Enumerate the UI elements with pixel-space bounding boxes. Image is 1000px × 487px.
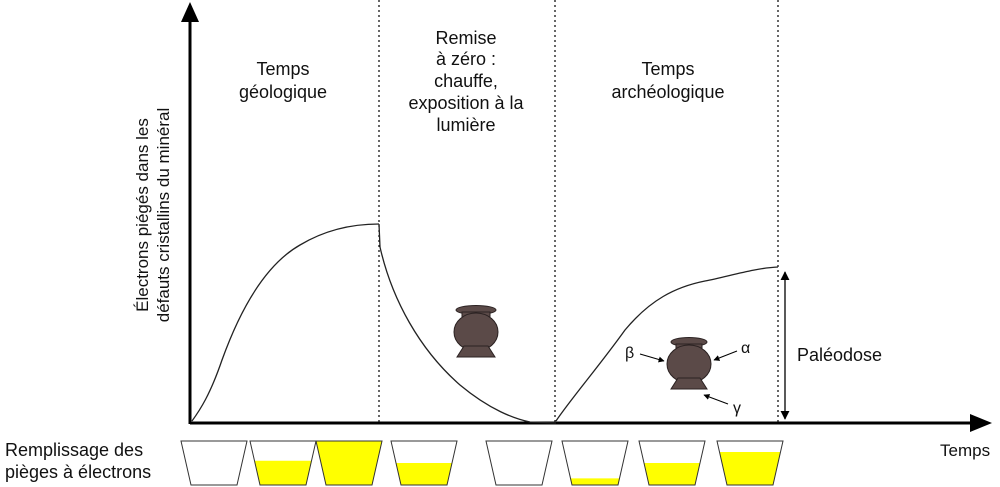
beta-arrow xyxy=(639,353,665,363)
axes xyxy=(181,2,992,432)
geologic-line2: géologique xyxy=(239,82,327,102)
x-axis-arrowhead xyxy=(970,414,992,432)
trap-fill-6 xyxy=(570,478,620,485)
trap-5 xyxy=(485,440,553,486)
curve-archaeologic-accumulation xyxy=(555,266,779,422)
trap-outline-1 xyxy=(180,440,248,486)
reset-line4: exposition à la xyxy=(408,93,524,113)
pot-reset-body xyxy=(453,312,499,352)
y-axis-arrowhead xyxy=(181,2,199,22)
pot-reset-icon xyxy=(453,305,499,358)
trap-6 xyxy=(561,440,629,486)
trap-outline-4 xyxy=(390,440,458,486)
pot-archaeologic-icon xyxy=(666,337,712,390)
y-axis-title-line2: défauts cristallins du minéral xyxy=(154,108,173,322)
gamma-label: γ xyxy=(733,400,741,417)
reset-line2: à zéro : xyxy=(436,49,496,69)
reset-line3: chauffe, xyxy=(434,71,498,91)
gamma-arrow xyxy=(703,394,729,405)
traps-label-line1: Remplissage des xyxy=(5,440,143,460)
trap-outline-2 xyxy=(249,440,317,486)
trap-fill-8 xyxy=(719,452,781,485)
pot-arch-body xyxy=(666,344,712,384)
phase-separators xyxy=(378,0,779,423)
trap-outline-5 xyxy=(485,440,553,486)
alpha-label: α xyxy=(741,340,750,357)
trap-outline-6 xyxy=(561,440,629,486)
alpha-arrow xyxy=(713,350,738,361)
trap-outline-3 xyxy=(315,440,383,486)
trap-8 xyxy=(716,440,784,486)
geologic-line1: Temps xyxy=(256,59,309,79)
beta-label: β xyxy=(625,345,634,362)
archaeologic-line1: Temps xyxy=(641,59,694,79)
traps-label-line2: pièges à électrons xyxy=(5,462,151,482)
trap-row xyxy=(180,440,784,486)
trap-4 xyxy=(390,440,458,486)
trap-1 xyxy=(180,440,248,486)
curve-geologic-accumulation xyxy=(191,223,380,422)
trap-7 xyxy=(638,440,706,486)
phase-label-archaeologic: Temps archéologique xyxy=(611,59,724,102)
phase-label-geologic: Temps géologique xyxy=(239,59,327,102)
y-axis-title-line1: Électrons piégés dans les xyxy=(133,118,152,312)
trap-outline-7 xyxy=(638,440,706,486)
reset-line1: Remise xyxy=(435,28,496,48)
archaeologic-line2: archéologique xyxy=(611,82,724,102)
trap-fill-4 xyxy=(396,463,452,485)
trap-fill-7 xyxy=(644,463,700,485)
trap-2 xyxy=(249,440,317,486)
trap-3 xyxy=(315,440,383,486)
reset-line5: lumière xyxy=(436,115,495,135)
x-axis-title: Temps xyxy=(940,441,990,460)
pot-reset-base xyxy=(456,345,496,358)
phase-label-reset: Remise à zéro : chauffe, exposition à la… xyxy=(408,28,524,135)
radiation-arrows: α β γ xyxy=(625,340,750,417)
trap-fill-3 xyxy=(316,441,382,485)
trap-outline-8 xyxy=(716,440,784,486)
curve-reset-decay xyxy=(378,223,557,424)
paleodose-label: Paléodose xyxy=(797,345,882,365)
trap-fill-2 xyxy=(254,460,312,485)
pot-arch-base xyxy=(670,377,708,390)
